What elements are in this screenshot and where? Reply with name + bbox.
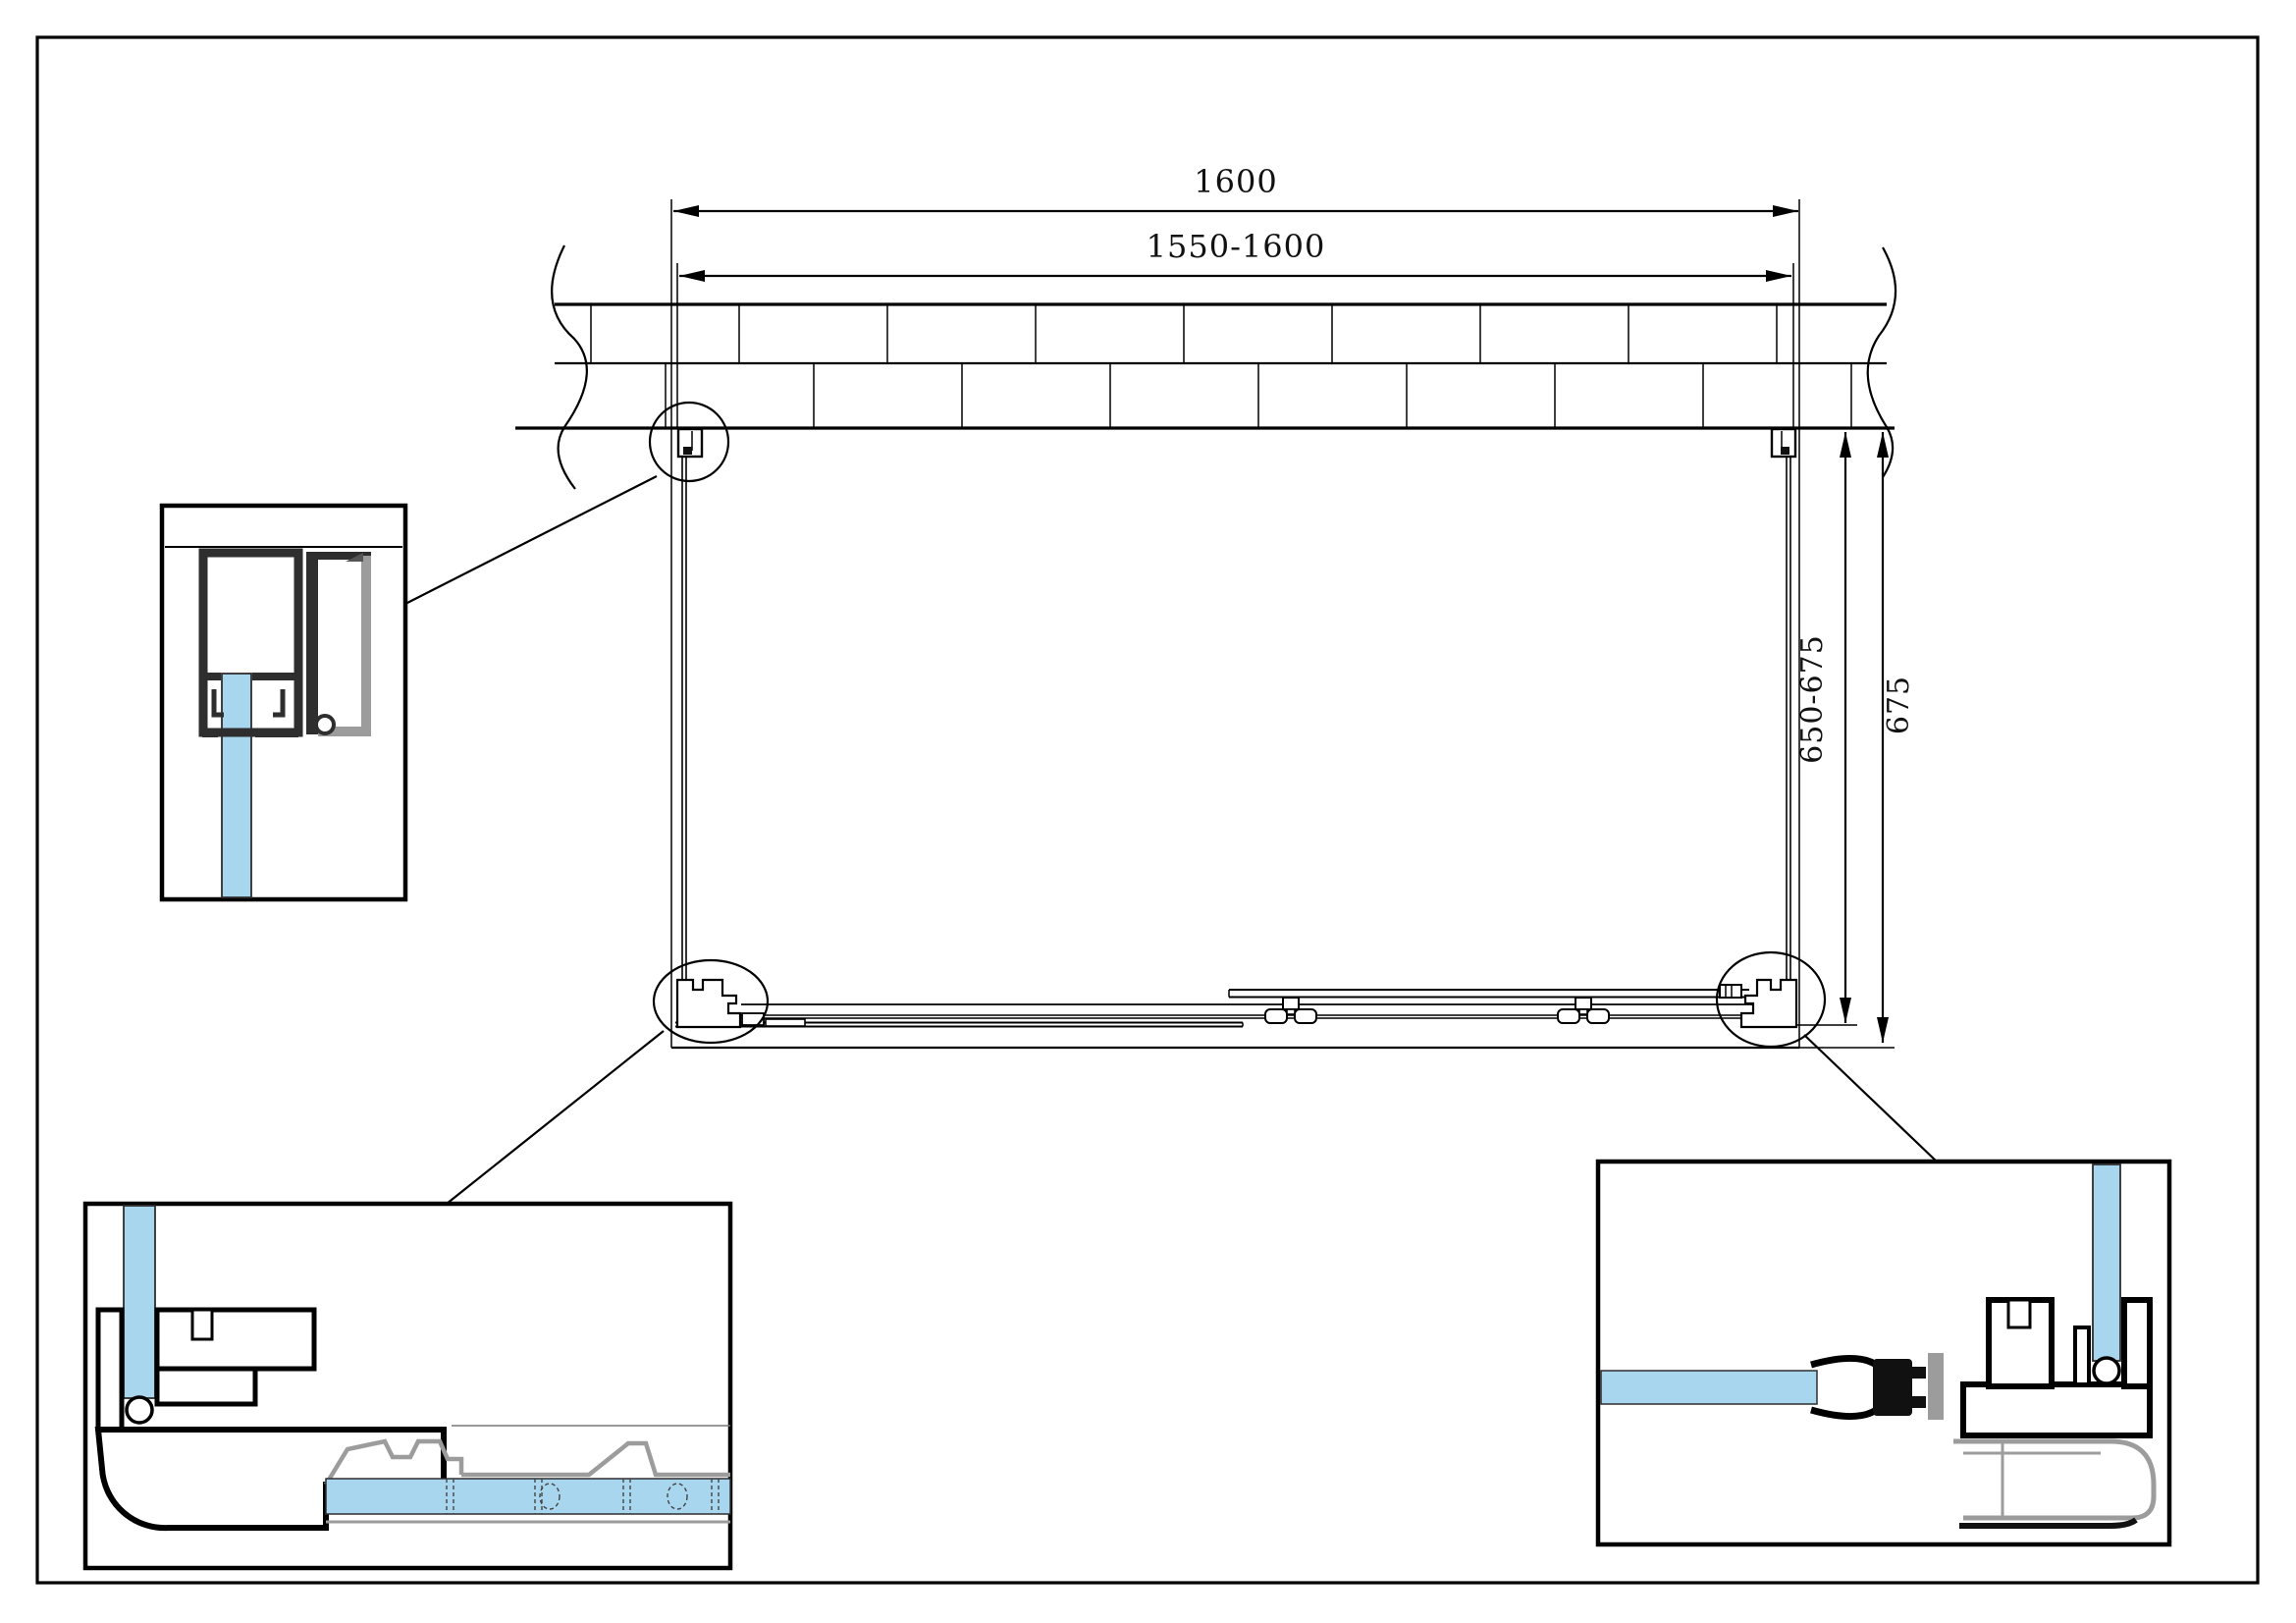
extension-lines	[670, 199, 1895, 1049]
right-fixed-glass-panel	[1786, 458, 1791, 982]
sliding-door-right	[1228, 984, 1749, 999]
dimension-side-range: 650-675	[1795, 432, 1851, 1023]
cover-profile	[306, 552, 371, 736]
bottom-corner-profile-left	[675, 978, 742, 1029]
detail-box-wall-profile	[159, 503, 408, 902]
detail-box-corner-seal	[1595, 1159, 2172, 1547]
bottom-rail-profile	[94, 1307, 447, 1532]
glass-sliding-panel-section	[1600, 1370, 1818, 1405]
glass-side-panel-section	[2092, 1163, 2121, 1362]
dimension-side-total: 675	[1877, 432, 1916, 1043]
dimension-top-range: 1550-1600	[679, 228, 1791, 282]
wall-section	[515, 244, 1897, 490]
bottom-corner-clip-left	[741, 1012, 765, 1026]
roller-hardware-1	[1264, 997, 1317, 1024]
detail-callouts	[404, 401, 1938, 1205]
wall-break-line-right	[1866, 246, 1897, 478]
glass-bottom-gasket	[2092, 1356, 2121, 1385]
leader-top-left	[404, 475, 658, 605]
dimension-top-range-label: 1550-1600	[1147, 228, 1326, 265]
detail-circle-bottom-left	[652, 958, 770, 1045]
wall-bracket-right	[1770, 427, 1797, 459]
roller-hardware-2	[1557, 997, 1610, 1024]
bottom-corner-profile-right	[1739, 978, 1798, 1029]
wall-break-line-left	[551, 244, 588, 490]
dimension-top-total: 1600	[673, 163, 1798, 217]
dimension-side-total-label: 675	[1882, 676, 1916, 734]
dimension-top-total-label: 1600	[1194, 163, 1277, 200]
left-fixed-glass-panel	[681, 458, 687, 982]
base-profile	[1953, 1438, 2157, 1529]
detail-circle-top-left	[648, 401, 730, 483]
hidden-roller-details	[446, 1479, 720, 1514]
wall-channel-profile	[198, 548, 303, 737]
brick-joints-row2	[665, 363, 1852, 428]
sheet-border	[35, 35, 2260, 1585]
bottom-corner-clip-left2	[765, 1018, 806, 1027]
glass-bottom-gasket	[125, 1395, 154, 1425]
dimension-side-range-label: 650-675	[1795, 634, 1830, 764]
track-sill-profile	[324, 1425, 730, 1524]
glass-sliding-panel-section	[325, 1478, 731, 1515]
detail-circle-bottom-right	[1715, 950, 1827, 1049]
glass-side-panel-section	[123, 1205, 156, 1399]
leader-bottom-right	[1803, 1034, 1938, 1163]
leader-bottom-left	[446, 1030, 665, 1205]
glass-side-panel-section	[221, 673, 252, 898]
door-seal-profile	[1810, 1353, 1944, 1421]
enclosure-plan	[671, 427, 1799, 1050]
brick-joints-row1	[590, 304, 1778, 363]
detail-box-bottom-rail	[82, 1201, 733, 1571]
wall-bracket-left	[676, 427, 704, 459]
corner-jamb-profile	[1960, 1297, 2153, 1438]
